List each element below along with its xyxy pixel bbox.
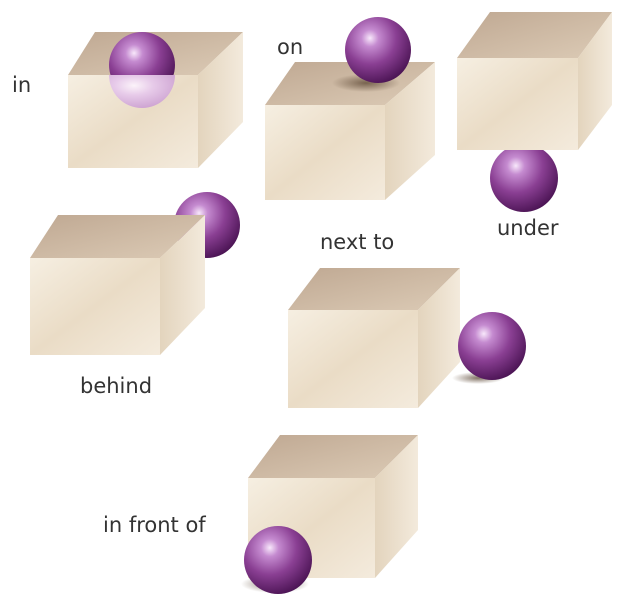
sphere-under [490, 144, 558, 212]
label-in-front-of: in front of [103, 513, 206, 537]
box-nextto-scene [288, 268, 526, 408]
box-nextto-front [288, 310, 418, 408]
label-next-to: next to [320, 230, 394, 254]
label-behind: behind [80, 374, 152, 398]
sphere-nextto [458, 312, 526, 380]
box-behind-scene [30, 192, 240, 355]
box-in-scene [68, 32, 243, 168]
label-under: under [497, 216, 559, 240]
sphere-infront [244, 526, 312, 594]
box-under-scene [457, 12, 612, 212]
label-in: in [12, 73, 31, 97]
box-infront-scene [241, 435, 418, 594]
box-under-front [457, 58, 578, 150]
sphere-on [345, 17, 411, 83]
box-behind-front [30, 258, 160, 355]
label-on: on [277, 35, 303, 59]
box-on-front [265, 105, 385, 200]
